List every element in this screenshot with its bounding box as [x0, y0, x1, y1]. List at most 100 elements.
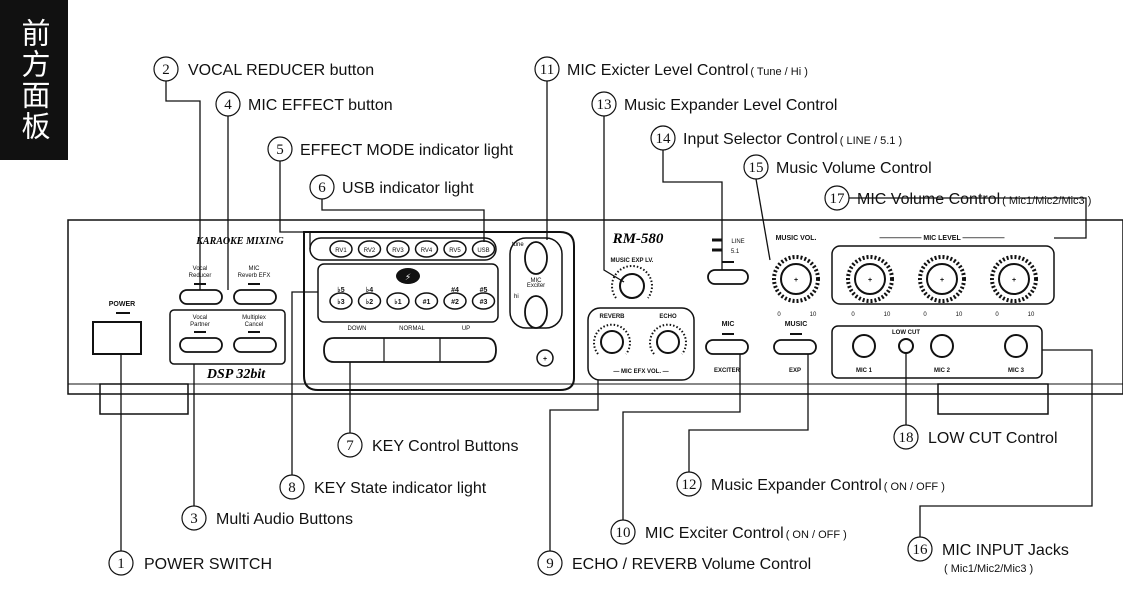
vocal-reducer-button[interactable] — [179, 289, 223, 305]
callout-number: 5 — [276, 142, 284, 158]
left-foot — [99, 383, 189, 415]
key-logo-icon — [396, 268, 420, 284]
callout-leader-line — [603, 116, 625, 283]
callout-label: EFFECT MODE indicator light — [300, 142, 514, 159]
five-one-label: 5.1 — [731, 249, 740, 255]
mic-jack-2[interactable] — [930, 334, 954, 358]
mic-level-knob-3[interactable] — [998, 263, 1030, 295]
callout-number-circle — [153, 56, 179, 82]
key-indicator-panel — [317, 263, 499, 323]
display-bezel — [303, 231, 575, 391]
mic-jack-label: MIC 2 — [934, 368, 951, 374]
key-down-label: DOWN — [348, 326, 367, 332]
key-up-label: UP — [462, 326, 470, 332]
callout-number-circle — [650, 125, 676, 151]
exciter-label: EXCITER — [714, 368, 741, 374]
music-vol-scale — [772, 255, 820, 303]
music-exp-lv-label: MUSIC EXP LV. — [611, 258, 654, 264]
music-expander-button[interactable] — [773, 339, 817, 355]
callout-number: 10 — [616, 525, 631, 541]
dsp-label: DSP 32bit — [206, 367, 266, 382]
key-button-bar[interactable] — [323, 337, 497, 363]
tune-knob[interactable] — [524, 241, 548, 275]
mic-efx-vol-label: — MIC EFX VOL. — — [613, 369, 668, 375]
mic-level-knob-1[interactable] — [854, 263, 886, 295]
vocal-partner-label-1: Vocal — [193, 315, 208, 321]
key-state-indicator — [414, 292, 439, 310]
callout-label: Music Expander Control( ON / OFF ) — [711, 477, 945, 494]
effect-indicator-rv1 — [329, 240, 353, 258]
key-logo-glyph: ⚡ — [405, 273, 411, 283]
key-bottom-label: #1 — [423, 299, 431, 306]
echo-scale — [649, 323, 687, 355]
callout-label: USB indicator light — [342, 180, 474, 197]
mic-level-scale — [918, 255, 966, 303]
mic-jack-3[interactable] — [1004, 334, 1028, 358]
mic-jack-label: MIC 1 — [856, 368, 873, 374]
key-bottom-label: ♭3 — [337, 298, 344, 306]
input-selector-button[interactable] — [707, 269, 749, 285]
mic-level-min: 0 — [851, 312, 855, 318]
callout-number: 3 — [190, 511, 198, 527]
mic-jack-1[interactable] — [852, 334, 876, 358]
callout-number: 8 — [288, 480, 296, 496]
callout-number: 6 — [318, 180, 326, 196]
key-state-indicator — [471, 292, 496, 310]
callout-number-circle — [907, 536, 933, 562]
reverb-knob[interactable] — [600, 330, 624, 354]
callout-number: 4 — [224, 97, 232, 113]
mic-level-knob-2[interactable] — [926, 263, 958, 295]
key-bottom-label: #2 — [451, 299, 459, 306]
effect-indicator-label: RV2 — [364, 248, 376, 254]
music-vol-knob[interactable] — [780, 263, 812, 295]
hi-label: hi — [514, 294, 519, 300]
echo-label: ECHO — [659, 314, 677, 320]
callout-leader-line — [622, 354, 741, 520]
callout-number: 13 — [597, 97, 612, 113]
callout-leader-line — [919, 349, 1093, 537]
callout-number-circle — [591, 91, 617, 117]
vocal-partner-label-2: Partner — [190, 322, 210, 328]
effect-indicator-label: RV5 — [449, 248, 461, 254]
tune-label: tune — [512, 242, 524, 248]
callout-label: ECHO / REVERB Volume Control — [572, 556, 811, 573]
line-label: LINE — [731, 239, 744, 245]
callout-label: MIC EFFECT button — [248, 97, 393, 114]
callout-number-circle — [534, 56, 560, 82]
power-switch[interactable] — [92, 321, 142, 355]
echo-knob[interactable] — [656, 330, 680, 354]
mic-input-box — [831, 325, 1043, 379]
reverb-label: REVERB — [599, 314, 625, 320]
callout-leader-line — [755, 178, 771, 261]
mic-effect-button[interactable] — [233, 289, 277, 305]
callout-4: 4 MIC EFFECT button — [215, 91, 393, 290]
mic-exciter-btn-label: MIC — [722, 321, 735, 328]
multiplex-cancel-button[interactable] — [233, 337, 277, 353]
callout-number-circle — [267, 136, 293, 162]
key-top-label: #5 — [480, 287, 488, 294]
callout-sub: ( Mic1/Mic2/Mic3 ) — [944, 563, 1033, 575]
hi-knob[interactable] — [524, 295, 548, 329]
effect-indicator-rv5 — [443, 240, 467, 258]
mic-exciter-label-2: Exciter — [527, 283, 545, 289]
mic-level-scale — [846, 255, 894, 303]
mic-exciter-button[interactable] — [705, 339, 749, 355]
key-state-indicator — [329, 292, 353, 310]
mic-level-label: —————— MIC LEVEL —————— — [879, 235, 1004, 242]
vocal-partner-button[interactable] — [179, 337, 223, 353]
callout-number-circle — [181, 505, 207, 531]
callout-leader-line — [279, 161, 311, 249]
music-vol-center: + — [794, 277, 798, 284]
music-exp-knob[interactable] — [619, 273, 645, 299]
effect-indicator-label: RV3 — [392, 248, 404, 254]
callout-number-circle — [743, 154, 769, 180]
low-cut-knob[interactable] — [898, 338, 914, 354]
